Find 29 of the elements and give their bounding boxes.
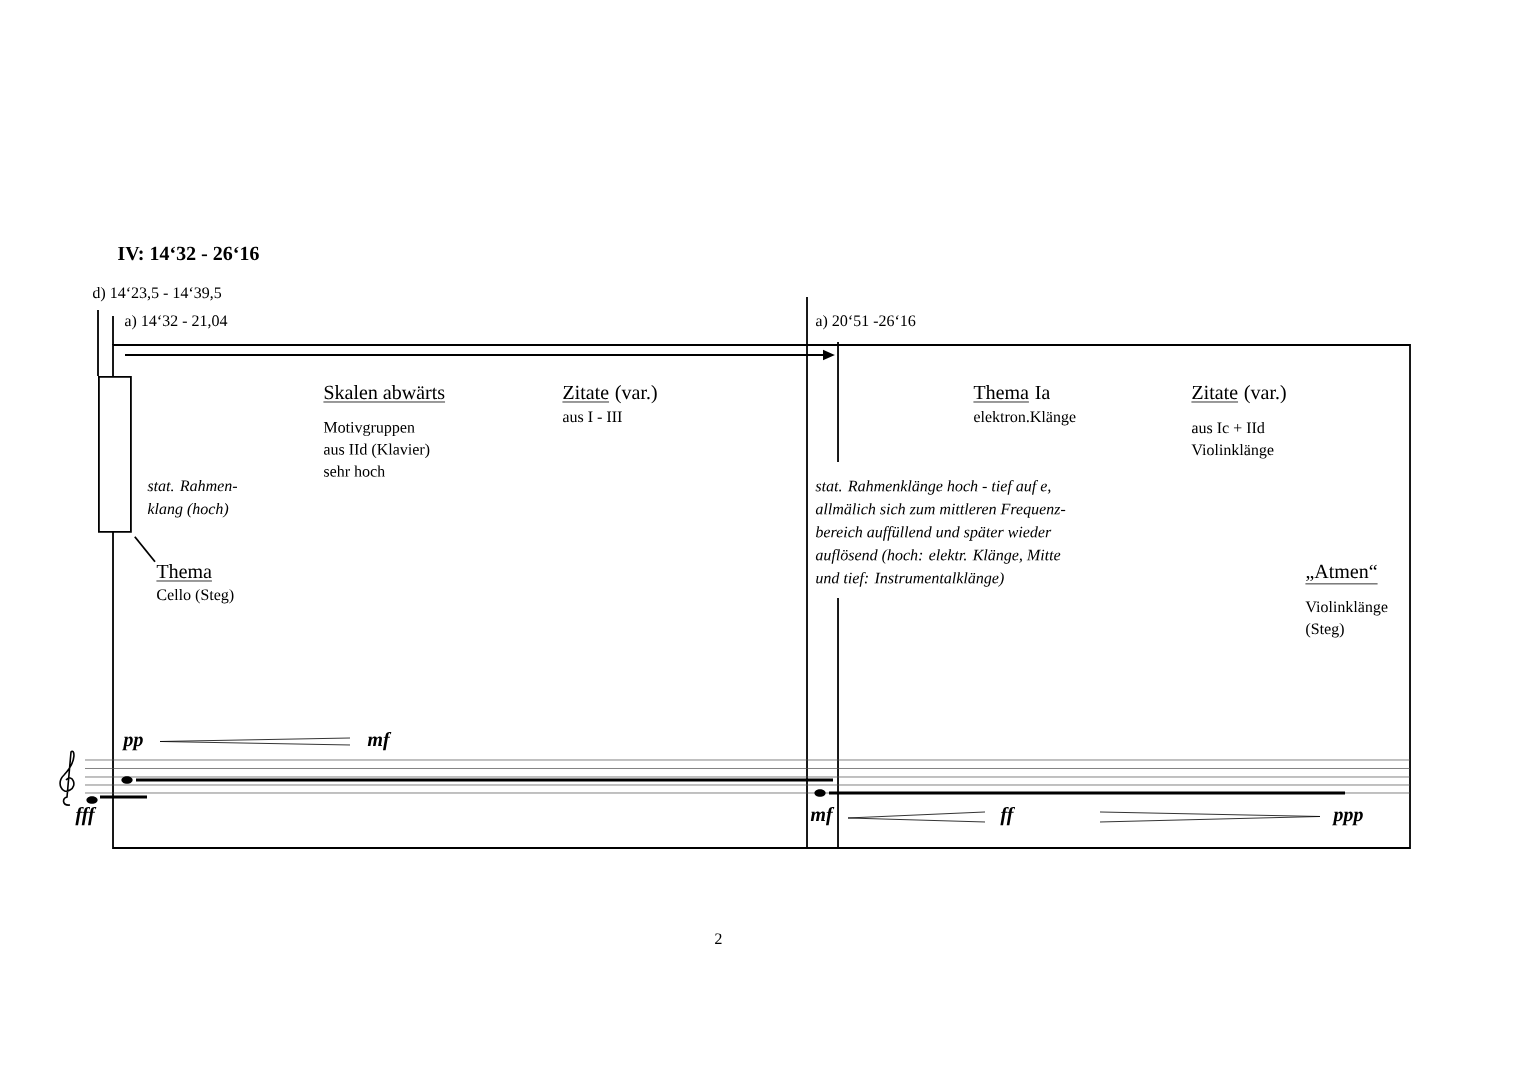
section-heading: (var.): [615, 385, 657, 404]
section-heading: Zitate: [1191, 385, 1239, 403]
page-number: 2: [715, 933, 722, 944]
description-text: stat. Rahmenklänge hoch - tief auf e, allmälich sich zum mittleren Frequenz- bereich auffüllend und später wieder auflösend (hoch: elektr. Klänge, Mitte und tief: Instrumentalklänge): [815, 480, 1066, 587]
title: IV: 14‘32 - 26‘16: [118, 246, 259, 261]
section-heading: (var.): [1244, 385, 1286, 404]
section-heading: Thema: [973, 385, 1030, 403]
dynamic-marking: mf: [810, 806, 835, 826]
description-text: Violinklänge (Steg): [1305, 601, 1388, 638]
description-text: aus I - III: [562, 411, 622, 423]
leader-line: [133, 535, 156, 563]
time-label: d) 14‘23,5 - 14‘39,5: [92, 286, 222, 302]
dynamic-marking: mf: [367, 731, 392, 751]
dynamic-marking: fff: [75, 806, 97, 826]
dynamic-marking: ppp: [1332, 811, 1363, 826]
description-text: elektron.Klänge: [974, 410, 1076, 426]
time-label: a) 20‘51 -26‘16: [816, 314, 916, 330]
time-label: a) 14‘32 - 21,04: [124, 314, 228, 330]
section-heading: Skalen abwärts: [323, 385, 446, 403]
section-heading: Thema Cello (Steg): [156, 564, 234, 604]
instrument-box: [98, 376, 132, 533]
description-text: Motivgruppen aus IId (Klavier) sehr hoch: [323, 422, 430, 477]
section-heading: „Atmen“: [1305, 564, 1378, 585]
dynamic-marking: pp: [122, 736, 143, 751]
section-heading: Ia: [1035, 385, 1050, 400]
description-text: aus Ic + IId Violinklänge: [1191, 422, 1274, 459]
dynamic-marking: ff: [1000, 806, 1015, 826]
description-text: stat. Rahmen- klang (hoch): [147, 480, 237, 518]
section-heading: Zitate: [562, 385, 610, 403]
